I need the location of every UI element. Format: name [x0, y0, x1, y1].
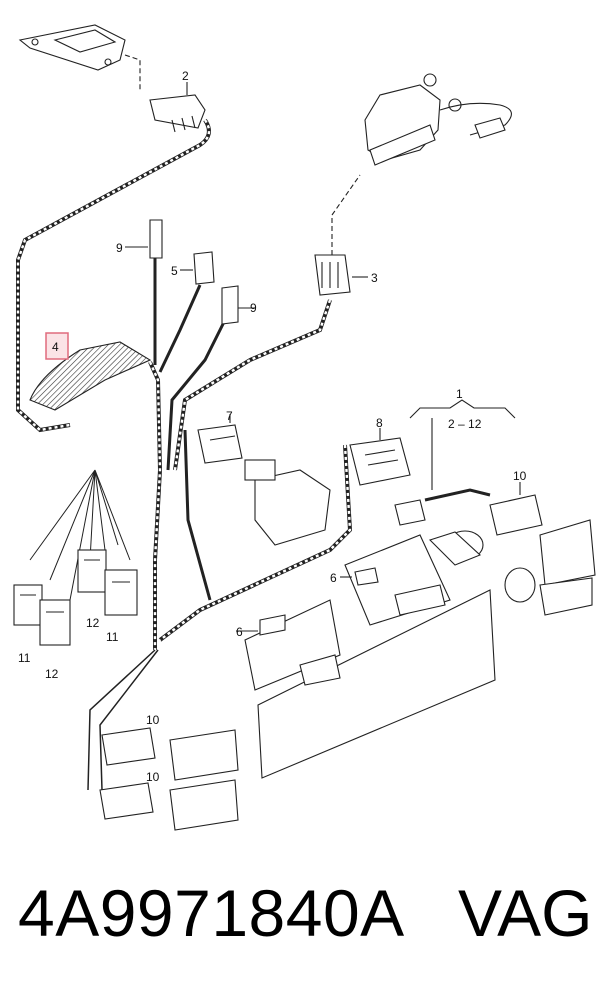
callout-12-left: 12	[45, 667, 59, 681]
callout-1: 1	[456, 387, 463, 401]
callout-10-right: 10	[513, 469, 527, 483]
connector-7	[197, 424, 243, 464]
license-lamp	[18, 24, 126, 71]
callout-4-highlight	[45, 332, 69, 360]
callout-4: 4	[52, 340, 59, 354]
callout-9-upper: 9	[116, 241, 123, 255]
connector-2	[149, 94, 206, 133]
callout-11-left: 11	[18, 651, 31, 665]
brand-name: VAG	[458, 876, 593, 950]
callout-3: 3	[371, 271, 378, 285]
callout-9-lower: 9	[250, 301, 257, 315]
callout-7: 7	[226, 409, 233, 423]
callout-10-lower-top: 10	[146, 713, 160, 727]
switch-housing	[244, 459, 331, 546]
lock-actuator	[364, 73, 512, 166]
callout-2-12: 2 – 12	[448, 417, 482, 431]
part-number: 4A9971840A	[18, 876, 405, 950]
grommet-4	[29, 341, 152, 411]
connector-8	[349, 437, 411, 486]
callout-12-right: 12	[86, 616, 100, 630]
motor	[428, 530, 536, 603]
callout-11-right: 11	[106, 630, 119, 644]
wiring-harness-diagram: 4 2 1 2 – 12 3 9 5 9 7 8 10 6 6 12 11 11…	[13, 24, 596, 831]
callout-6-upper: 6	[330, 571, 337, 585]
connector-small	[394, 499, 426, 526]
callout-8: 8	[376, 416, 383, 430]
connectors-11-12	[13, 469, 138, 646]
lamp-right	[539, 519, 596, 616]
callout-5: 5	[171, 264, 178, 278]
callout-10-lower-bottom: 10	[146, 770, 160, 784]
connectors-10-lower	[99, 727, 239, 831]
callout-6-lower: 6	[236, 625, 243, 639]
connector-3	[314, 254, 351, 296]
connector-10-right	[489, 494, 543, 536]
callout-2: 2	[182, 69, 189, 83]
